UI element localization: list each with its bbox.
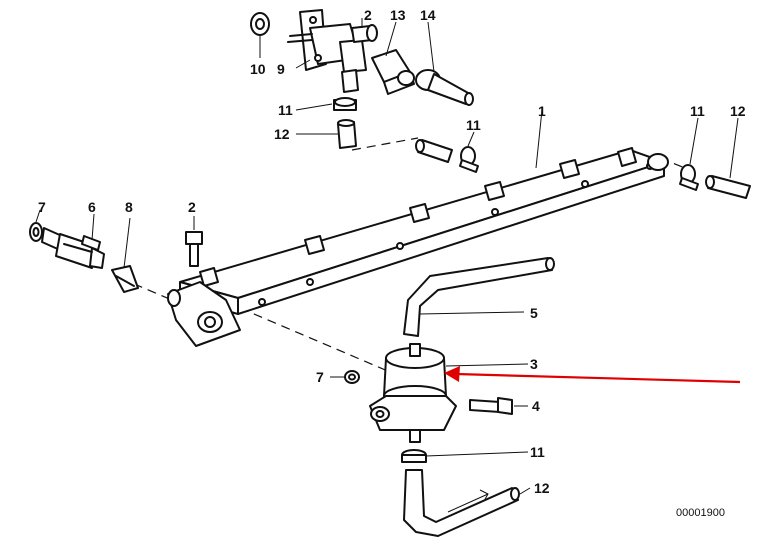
seal-ring-10 bbox=[250, 12, 270, 36]
fuel-hose-12-bottom bbox=[403, 469, 520, 537]
callout-9: 9 bbox=[277, 61, 285, 77]
hose-right bbox=[705, 175, 751, 199]
callout-1: 1 bbox=[538, 103, 546, 119]
callout-11-upper-mid: 11 bbox=[466, 117, 481, 133]
leader-lines bbox=[35, 18, 739, 495]
hose-upper-left bbox=[337, 119, 357, 149]
callout-12-bottom: 12 bbox=[534, 480, 550, 496]
connector-13 bbox=[371, 49, 415, 95]
hose-upper-mid bbox=[415, 139, 453, 163]
highlight-arrow bbox=[444, 366, 741, 384]
callout-7-left: 7 bbox=[38, 199, 46, 215]
hose-clamp-upper-mid bbox=[459, 146, 479, 173]
callout-2-mid: 2 bbox=[188, 199, 196, 215]
fuel-injector-6 bbox=[41, 227, 105, 269]
callout-11-bottom: 11 bbox=[530, 444, 545, 460]
assembly-line-left bbox=[119, 277, 173, 301]
vacuum-hose-5 bbox=[403, 257, 555, 337]
callout-13: 13 bbox=[390, 7, 406, 23]
callout-10: 10 bbox=[250, 61, 266, 77]
callout-14: 14 bbox=[420, 7, 436, 23]
callout-8: 8 bbox=[125, 199, 133, 215]
callout-12-right: 12 bbox=[730, 103, 746, 119]
callout-4: 4 bbox=[532, 398, 540, 414]
document-number: 00001900 bbox=[676, 507, 725, 519]
idle-valve bbox=[287, 9, 367, 93]
callout-11-right: 11 bbox=[690, 103, 705, 119]
callout-7-bottom: 7 bbox=[316, 369, 324, 385]
callout-12-upper-left: 12 bbox=[274, 126, 290, 142]
callout-11-upper-left: 11 bbox=[278, 102, 293, 118]
fuel-rail bbox=[167, 147, 669, 347]
injector-seal-7 bbox=[29, 222, 43, 242]
callout-2-top: 2 bbox=[364, 7, 372, 23]
protective-cap-14 bbox=[415, 69, 474, 106]
callout-5: 5 bbox=[530, 305, 538, 321]
bolt-top bbox=[351, 24, 378, 43]
assembly-line-top bbox=[351, 137, 419, 151]
bolt-mid bbox=[185, 231, 203, 267]
pressure-regulator-3 bbox=[369, 343, 457, 443]
retaining-clip-8 bbox=[111, 265, 139, 293]
hose-clamp-11-bottom bbox=[401, 449, 427, 463]
callout-6: 6 bbox=[88, 199, 96, 215]
seal-ring-7-bottom bbox=[344, 370, 360, 384]
hose-clamp-upper-left bbox=[333, 97, 357, 111]
hose-clamp-right bbox=[679, 164, 699, 191]
callout-3: 3 bbox=[530, 356, 538, 372]
assembly-line-center bbox=[239, 307, 391, 373]
bolt-4 bbox=[469, 397, 513, 415]
